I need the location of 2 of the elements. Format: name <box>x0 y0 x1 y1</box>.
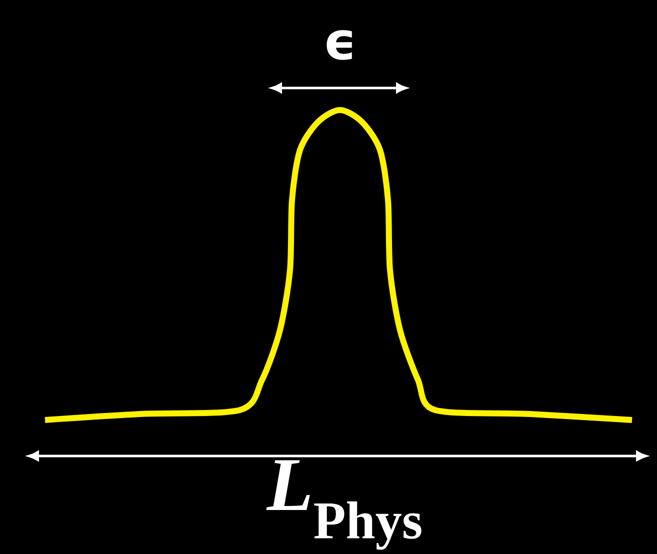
dimension-label: L$_{Phys}$ <box>266 460 422 550</box>
dimension-label: ϵ <box>326 30 352 60</box>
